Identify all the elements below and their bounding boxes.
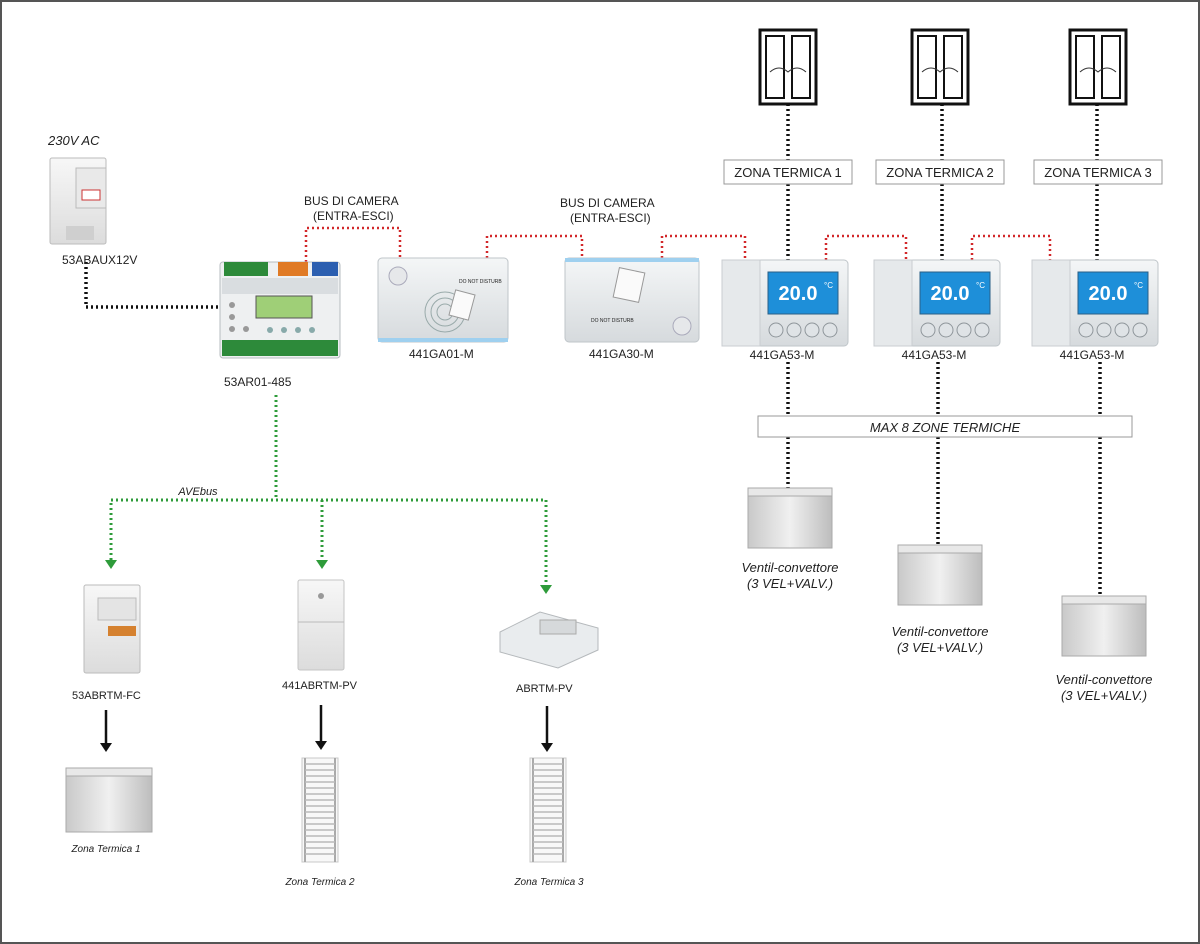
avebus-lines (109, 395, 548, 585)
thermal-zones: ZONA TERMICA 1 20.0 °C 441GA53-M Ventil-conv… (721, 28, 1163, 703)
fancoil-icon (65, 767, 153, 833)
zone-label-box (875, 159, 1005, 185)
thermostat-button[interactable] (1096, 322, 1112, 338)
bus-label-2-line1: BUS DI CAMERA (560, 196, 655, 210)
radiator-icon (301, 757, 339, 863)
thermostat-button[interactable] (938, 322, 954, 338)
thermostat-button[interactable] (822, 322, 838, 338)
ga30-dnd-label: DO NOT DISTURB (591, 318, 634, 324)
thermostat-label: 441GA53-M (902, 348, 967, 362)
ga01-label: 441GA01-M (409, 347, 474, 361)
thermostat-display: 20.0 (931, 283, 970, 305)
zone-label: ZONA TERMICA 1 (734, 165, 841, 180)
fancoil-icon (1061, 595, 1147, 657)
ga01-dnd-label: DO NOT DISTURB (459, 279, 502, 285)
module-1-label: 53ABRTM-FC (72, 690, 141, 702)
zone-2-emitter-label: Zona Termica 2 (284, 877, 355, 888)
module-441abrtm-pv: 441ABRTM-PV (282, 579, 358, 692)
bus-label-2-line2: (ENTRA-ESCI) (570, 211, 651, 225)
thermostat-button[interactable] (1132, 322, 1148, 338)
thermostat-441ga53: 20.0 °C (721, 259, 849, 347)
fancoil-label: Ventil-convettore (741, 560, 838, 575)
fancoil-spec: (3 VEL+VALV.) (747, 576, 833, 591)
fancoil-spec: (3 VEL+VALV.) (1061, 688, 1147, 703)
thermostat-unit: °C (976, 281, 985, 290)
power-wire (84, 262, 222, 309)
thermostat-button[interactable] (920, 322, 936, 338)
thermostat-display: 20.0 (779, 283, 818, 305)
controller-label: 53AR01-485 (224, 375, 292, 389)
zone-3-emitter-label: Zona Termica 3 (513, 877, 584, 888)
module-2-label: 441ABRTM-PV (282, 680, 358, 692)
zone-3: ZONA TERMICA 3 20.0 °C 441GA53-M Ventil-conv… (1031, 28, 1163, 703)
thermostat-button[interactable] (768, 322, 784, 338)
power-source-label: 230V AC (47, 133, 100, 148)
zone-1-emitter-label: Zona Termica 1 (70, 844, 140, 855)
thermostat-button[interactable] (1114, 322, 1130, 338)
max-zones-banner (757, 415, 1133, 438)
module-abrtm-pv: ABRTM-PV (499, 611, 599, 695)
module-output-arrows (104, 705, 549, 745)
fancoil-icon (747, 487, 833, 549)
fancoil-label: Ventil-convettore (1055, 672, 1152, 687)
room-bus-lines (304, 226, 1052, 262)
zone-2: ZONA TERMICA 2 20.0 °C 441GA53-M Ventil-conv… (873, 28, 1005, 655)
avebus-arrowheads (105, 560, 552, 594)
device-441ga30: DO NOT DISTURB 441GA30-M (564, 257, 700, 361)
thermostat-button[interactable] (786, 322, 802, 338)
zone-label: ZONA TERMICA 3 (1044, 165, 1151, 180)
avebus-label: AVEbus (177, 486, 218, 498)
thermostat-441ga53: 20.0 °C (873, 259, 1001, 347)
ga30-label: 441GA30-M (589, 347, 654, 361)
power-module-label: 53ABAUX12V (62, 253, 137, 267)
radiator-icon (529, 757, 567, 863)
zone-1: ZONA TERMICA 1 20.0 °C 441GA53-M Ventil-conv… (721, 28, 853, 591)
bus-label-1-line1: BUS DI CAMERA (304, 194, 399, 208)
bus-label-1-line2: (ENTRA-ESCI) (313, 209, 394, 223)
fancoil-icon (897, 544, 983, 606)
thermostat-button[interactable] (974, 322, 990, 338)
thermostat-unit: °C (1134, 281, 1143, 290)
thermostat-button[interactable] (1078, 322, 1094, 338)
window-icon (758, 28, 818, 106)
controller-53ar01: 53AR01-485 (219, 261, 341, 389)
thermostat-441ga53: 20.0 °C (1031, 259, 1159, 347)
thermostat-display: 20.0 (1089, 283, 1128, 305)
module-3-label: ABRTM-PV (516, 683, 573, 695)
zone-wires (786, 104, 1102, 596)
zone-label-box (1033, 159, 1163, 185)
power-supply-module: 230V AC 53ABAUX12V (47, 133, 137, 267)
window-icon (910, 28, 970, 106)
fancoil-label: Ventil-convettore (891, 624, 988, 639)
thermostat-unit: °C (824, 281, 833, 290)
zone-label-box (723, 159, 853, 185)
device-441ga01: DO NOT DISTURB 441GA01-M (377, 257, 509, 361)
max-zones-label: MAX 8 ZONE TERMICHE (870, 420, 1021, 435)
zone-label: ZONA TERMICA 2 (886, 165, 993, 180)
thermostat-button[interactable] (956, 322, 972, 338)
module-53abrtm-fc: 53ABRTM-FC (72, 584, 141, 702)
thermostat-button[interactable] (804, 322, 820, 338)
thermostat-label: 441GA53-M (1060, 348, 1125, 362)
window-icon (1068, 28, 1128, 106)
thermostat-label: 441GA53-M (750, 348, 815, 362)
fancoil-spec: (3 VEL+VALV.) (897, 640, 983, 655)
